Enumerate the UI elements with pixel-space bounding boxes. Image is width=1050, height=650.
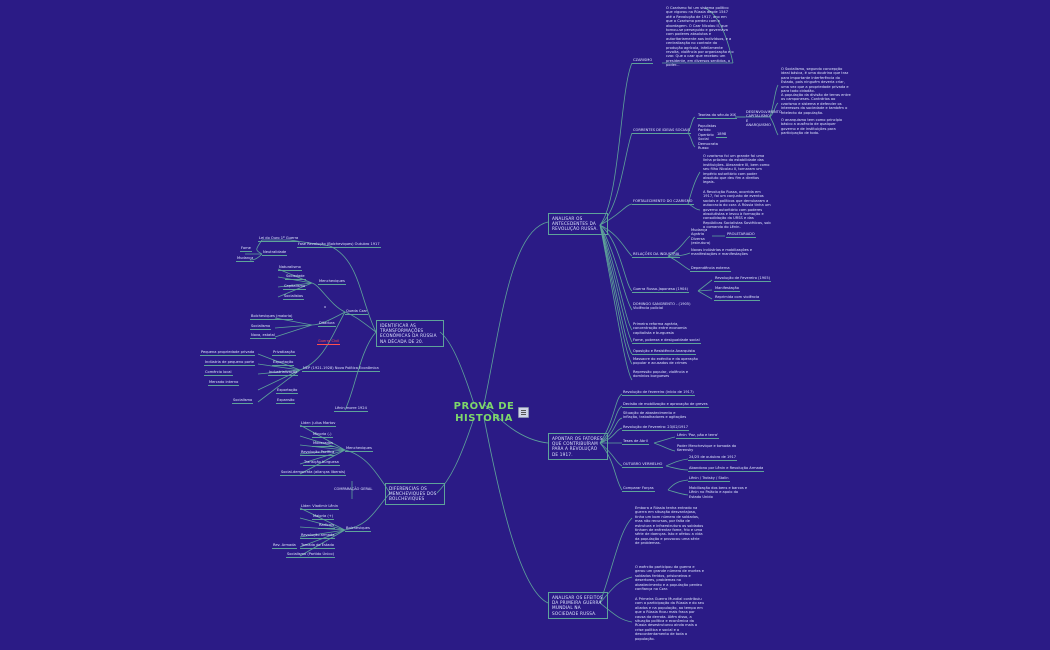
node-comparar[interactable]: Comparar Forças: [622, 486, 655, 492]
branch-diferencas[interactable]: DIFERENCIAS OS MENCHEVIQUES DOS BOLCHEVI…: [385, 483, 445, 505]
node-naturalismo[interactable]: Naturalismo: [278, 265, 302, 271]
node-1898: 1898: [716, 132, 728, 138]
node-poder[interactable]: Poder Menchevique e tomada do Kerensky: [677, 444, 737, 453]
node-red-mark: x: [324, 305, 327, 309]
guerra-text-2: O exército participou da guerra e gerou …: [635, 565, 704, 592]
node-czarismo[interactable]: CZARISMO: [632, 58, 654, 64]
node-reprimida[interactable]: Reprimida com violência: [714, 295, 761, 301]
node-lenin-1924[interactable]: Lênin morre 1924: [334, 406, 368, 412]
bolchevique-item-6[interactable]: Socialismo (Partido Único): [286, 552, 335, 558]
node-manifestacao[interactable]: Manifestação: [714, 286, 740, 292]
node-fatos-2[interactable]: Fome, pobreza e desigualdade social: [632, 338, 701, 344]
node-mudanca[interactable]: Mudança Agrária Diversa (estrutura): [691, 228, 711, 246]
node-fatos-5[interactable]: Repressão popular, violência e domínios …: [633, 370, 689, 379]
branch-revolucao[interactable]: ANALISAR OS ANTECEDENTES DA REVOLUÇÃO RU…: [548, 213, 608, 235]
bolchevique-item-5[interactable]: Tomada do Estado: [300, 543, 335, 549]
anarquismo-text: O anarquismo tem como princípio básico a…: [781, 118, 843, 136]
node-outubro-2[interactable]: Abandono por Lênin e Revolução Armada: [688, 466, 765, 472]
node-outubro-1[interactable]: 24/25 de outubro de 1917: [688, 455, 738, 461]
node-rev-armada[interactable]: Rev. Armada: [272, 543, 297, 549]
note-icon[interactable]: [518, 407, 529, 418]
node-outubro[interactable]: OUTUBRO VERMELHO: [622, 462, 664, 468]
node-fortalecimento[interactable]: FORTALECIMENTO DO CZARISMO: [632, 199, 694, 205]
node-fatores-3[interactable]: Situação de abastecimento e inflação, tr…: [623, 411, 687, 420]
node-guerra-russo[interactable]: Guerra Russo-Japonesa (1904): [632, 287, 690, 293]
branch-transformacoes[interactable]: IDENTIFICAR AS TRANSFORMAÇÕES ECONÔMICAS…: [376, 320, 444, 347]
node-dependencia[interactable]: Dependência externa: [690, 266, 731, 272]
node-nep[interactable]: NEP (1921-1928) Nova Política Econômica: [302, 366, 380, 372]
bolchevique-item-4[interactable]: Revolução armada: [300, 533, 336, 539]
node-fatos-3[interactable]: Oposição e Resistência Anarquista: [632, 349, 696, 355]
node-socialismo-l[interactable]: Socialismo: [250, 324, 272, 330]
populismo-text: A população da divisão de terras entre o…: [781, 93, 851, 115]
nep-right-5[interactable]: Expansão: [276, 398, 296, 404]
node-fome[interactable]: Fome: [240, 246, 252, 252]
menchevique-item-5[interactable]: Transição burguesa: [303, 460, 340, 466]
branch-guerra[interactable]: ANALISAR OS EFEITOS DA PRIMEIRA GUERRA M…: [548, 592, 608, 619]
socialismo-text: O Socialismo, segundo concepção ideal bá…: [781, 67, 849, 94]
node-novas-industrias[interactable]: Novas indústrias e mobilizações e manife…: [691, 248, 753, 257]
node-bolcheviques-l[interactable]: Bolcheviques (maioria): [250, 314, 294, 320]
czarismo-text: O Czarismo foi um sistema político que v…: [666, 6, 734, 68]
node-correntes[interactable]: CORRENTES DE IDEIAS SOCIAIS: [632, 128, 691, 134]
branch-fatores[interactable]: APONTAR OS FATORES QUE CONTRIBUÍRAM PARA…: [548, 433, 608, 460]
node-proletariado: PROLETARIADO: [726, 232, 756, 238]
node-teorias[interactable]: Teorias do século XIX: [697, 113, 737, 119]
menchevique-item-4[interactable]: Revolução Pacífica: [300, 450, 336, 456]
guerra-text-1: Embora a Rússia tenha entrado na guerra …: [635, 506, 704, 546]
node-fatos-4[interactable]: Massacre do exército e da operação popul…: [633, 357, 698, 366]
node-lei-ouro[interactable]: Lei do Ouro 1º Guerra: [258, 236, 300, 242]
fortalecimento-text-2: A Revolução Russa, ocorrida em 1917, foi…: [703, 190, 771, 230]
node-partidos[interactable]: Populistas Partido Operário Social Democ…: [698, 124, 718, 151]
node-socialistas[interactable]: Socialistas: [283, 294, 305, 300]
menchevique-item-1[interactable]: Líder: Julius Martov: [300, 421, 337, 427]
nep-item-5[interactable]: Socialismo: [232, 398, 254, 404]
node-queda[interactable]: Queda Czar: [345, 309, 369, 315]
node-fatos-1[interactable]: Primeira reforma agrária, concentração e…: [633, 322, 687, 335]
node-mencheviques-l[interactable]: Mencheviques: [318, 279, 346, 285]
node-revolucao-fev[interactable]: Revolução de Fevereiro: 23/02/1917: [622, 425, 689, 431]
menchevique-item-3[interactable]: Moderados: [312, 441, 334, 447]
nep-right-3[interactable]: Industrialização: [268, 370, 299, 376]
node-bolcheviques[interactable]: Bolcheviques: [345, 526, 371, 532]
bolchevique-item-2[interactable]: Maioria (+): [312, 514, 335, 520]
nep-right-4[interactable]: Exportação: [276, 388, 299, 394]
guerra-text-3: A Primeira Guerra Mundial contribuiu com…: [635, 597, 705, 641]
node-sociedade[interactable]: Sociedade: [285, 274, 306, 280]
bolchevique-item-3[interactable]: Radicais: [318, 523, 335, 529]
node-desenvolvimento[interactable]: DESENVOLVIMENTO CAPITALISMO E ANARQUISMO: [746, 110, 782, 128]
node-teses[interactable]: Teses de Abril: [622, 439, 649, 445]
node-mudanca-l[interactable]: Mudança: [236, 256, 255, 262]
node-neutralidade[interactable]: Neutralidade: [262, 250, 288, 256]
node-domingo[interactable]: DOMINGO SANGRENTO - (1905) Violência pol…: [633, 302, 691, 311]
node-forcas-1[interactable]: Lênin / Trotsky / Stalin: [688, 476, 730, 482]
nep-item-1[interactable]: Pequena propriedade privada: [200, 350, 256, 356]
node-guerra-civil[interactable]: Guerra Civil: [317, 339, 341, 345]
node-revolucao-1905[interactable]: Revolução de Fevereiro (1905): [714, 276, 772, 282]
nep-item-2[interactable]: Indústria de pequeno porte: [204, 360, 256, 366]
menchevique-item-6[interactable]: Social-democrata (alianças liberais): [280, 470, 347, 476]
nep-item-3[interactable]: Comércio local: [204, 370, 233, 376]
nep-right-2[interactable]: Exportação: [272, 360, 295, 366]
node-relacoes[interactable]: RELAÇÕES DA INDUSTRIA: [632, 252, 681, 258]
node-fatores-1[interactable]: Revolução de fevereiro (início de 1917): [622, 390, 695, 396]
nep-right-1[interactable]: Privatização: [272, 350, 296, 356]
node-politica[interactable]: Fase Revolução (Bolcheviques) Outubro 19…: [297, 242, 381, 248]
node-nova-etica[interactable]: Nova, estatal: [250, 333, 276, 339]
node-fatores-2[interactable]: Decisão de mobilização e aprovação de gr…: [622, 402, 709, 408]
node-comparacao[interactable]: COMPARAÇÃO GERAL: [334, 487, 373, 491]
node-capital[interactable]: Capitalismo: [283, 284, 307, 290]
node-forcas-2[interactable]: Mobilização dos bens e barcos e Lênin no…: [689, 486, 748, 499]
bolchevique-item-1[interactable]: Líder: Vladimir Lênin: [300, 504, 340, 510]
nep-item-4[interactable]: Mercado interno: [208, 380, 240, 386]
central-topic[interactable]: PROVA DE HISTORIA: [453, 401, 515, 424]
menchevique-item-2[interactable]: Minoria (-): [312, 432, 333, 438]
node-mencheviques[interactable]: Mencheviques: [345, 446, 373, 452]
node-ditadura[interactable]: Ditadura: [318, 321, 336, 327]
fortalecimento-text-1: O czarismo foi um grande foi uma linha p…: [703, 154, 770, 185]
node-paz[interactable]: Lênin 'Paz, pão e terra': [676, 433, 720, 439]
